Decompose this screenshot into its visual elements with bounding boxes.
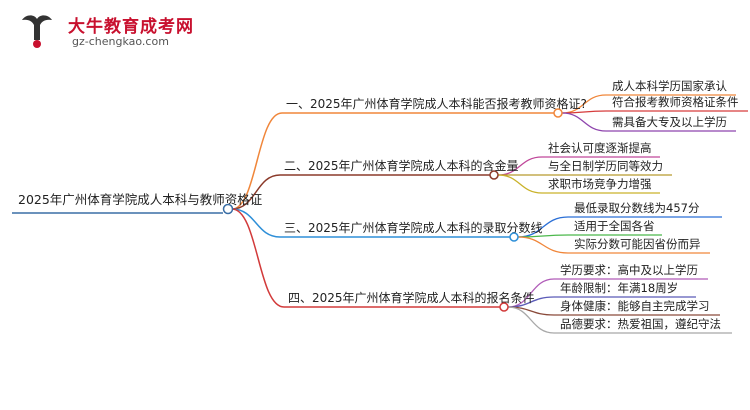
- root-node-label[interactable]: 2025年广州体育学院成人本科与教师资格证: [18, 192, 263, 207]
- branch-2-child-3-label[interactable]: 求职市场竞争力增强: [548, 177, 652, 191]
- branch-2-child-3-connector: [497, 174, 543, 194]
- branch-2-child-1-label[interactable]: 社会认可度逐渐提高: [548, 141, 652, 155]
- branch-1-child-3-connector: [561, 112, 607, 132]
- branch-3-child-1-label[interactable]: 最低录取分数线为457分: [574, 201, 700, 215]
- branch-4-child-3-label[interactable]: 身体健康：能够自主完成学习: [560, 299, 710, 313]
- branch-1-child-1-label[interactable]: 成人本科学历国家承认: [612, 79, 727, 93]
- branch-4-child-4-connector: [507, 306, 555, 334]
- bull-logo-icon: [22, 15, 52, 48]
- branch-4-child-4-label[interactable]: 品德要求：热爱祖国，遵纪守法: [560, 317, 721, 331]
- branch-2-label[interactable]: 二、2025年广州体育学院成人本科的含金量: [284, 158, 519, 173]
- branch-2-child-2-label[interactable]: 与全日制学历同等效力: [548, 159, 663, 173]
- branch-1-child-3-label[interactable]: 需具备大专及以上学历: [612, 115, 727, 129]
- branch-3-label[interactable]: 三、2025年广州体育学院成人本科的录取分数线: [284, 220, 543, 235]
- branch-4-label[interactable]: 四、2025年广州体育学院成人本科的报名条件: [288, 290, 535, 305]
- branch-4-child-2-label[interactable]: 年龄限制：年满18周岁: [560, 281, 678, 295]
- logo-url: gz-chengkao.com: [72, 35, 169, 48]
- branch-3-child-3-connector: [517, 236, 569, 254]
- mind-map-nodes: 2025年广州体育学院成人本科与教师资格证 一、2025年广州体育学院成人本科能否…: [18, 79, 739, 331]
- branch-4-connector: [231, 208, 285, 308]
- branch-1-dot[interactable]: [553, 108, 563, 118]
- site-logo[interactable]: 大牛教育成考网 gz-chengkao.com: [16, 10, 226, 52]
- branch-2-dot[interactable]: [489, 170, 499, 180]
- branch-1-label[interactable]: 一、2025年广州体育学院成人本科能否报考教师资格证?: [286, 96, 587, 111]
- branch-3-child-3-label[interactable]: 实际分数可能因省份而异: [574, 237, 701, 251]
- branch-4-dot[interactable]: [499, 302, 509, 312]
- branch-1-connector: [231, 112, 283, 210]
- logo-title: 大牛教育成考网: [68, 17, 194, 37]
- branch-1-child-2-label[interactable]: 符合报考教师资格证条件: [612, 95, 739, 109]
- branch-3-connector: [231, 208, 281, 238]
- branch-4-child-1-label[interactable]: 学历要求：高中及以上学历: [560, 263, 698, 277]
- mind-map-connectors: [12, 94, 748, 334]
- branch-3-child-2-label[interactable]: 适用于全国各省: [574, 219, 655, 233]
- root-node-dot[interactable]: [222, 203, 234, 215]
- branch-3-dot[interactable]: [509, 232, 519, 242]
- branch-2-connector: [231, 174, 281, 210]
